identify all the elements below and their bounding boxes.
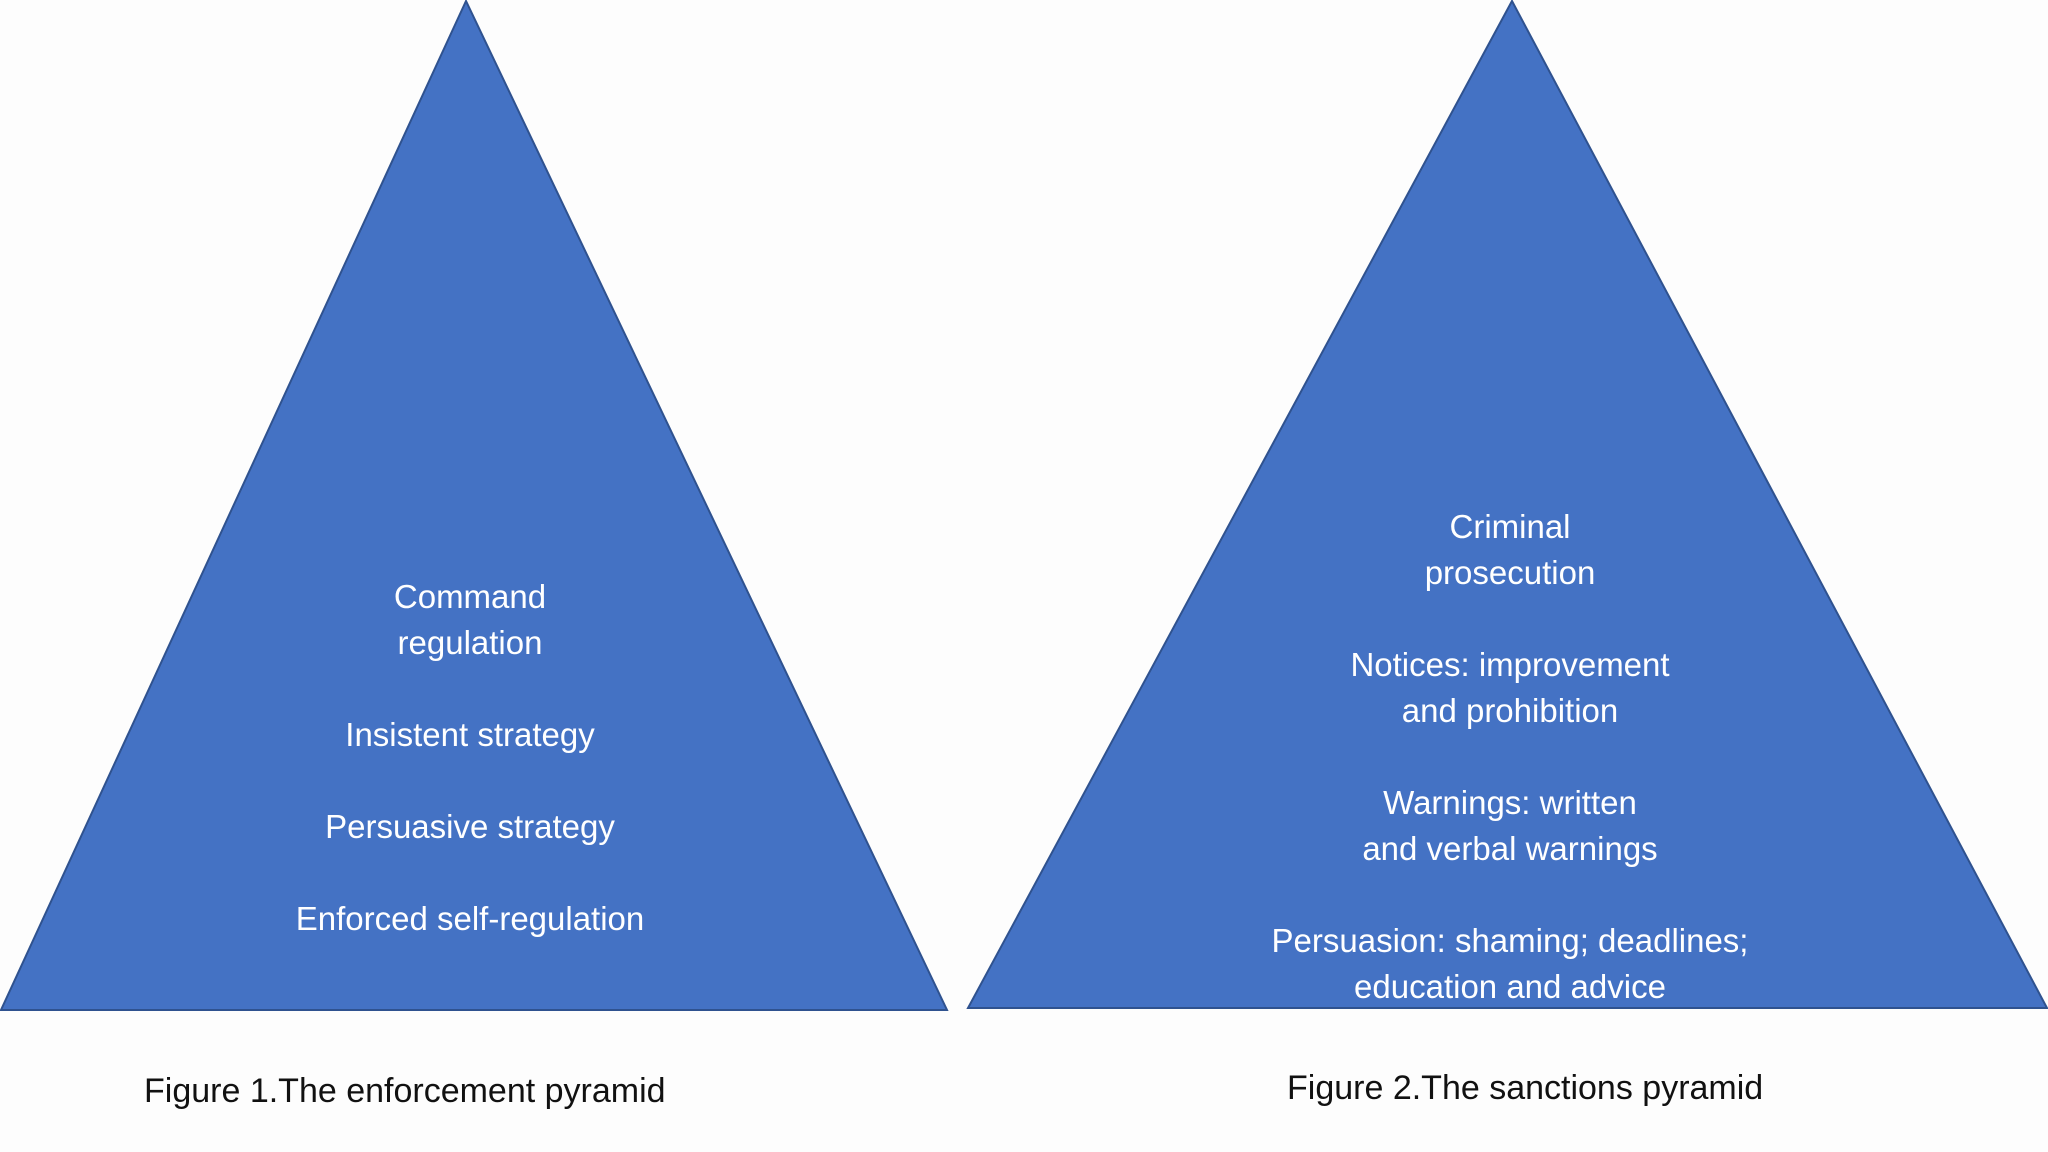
level-persuasion: Persuasion: shaming; deadlines; educatio… <box>1271 922 1749 1005</box>
level-enforced-self-regulation: Enforced self-regulation <box>295 900 645 937</box>
level-insistent-strategy: Insistent strategy <box>345 716 595 753</box>
level-command-regulation: Command regulation <box>393 578 547 661</box>
level-warnings: Warnings: written and verbal warnings <box>1362 784 1658 867</box>
figure-2-caption: Figure 2.The sanctions pyramid <box>1287 1069 1764 1107</box>
level-persuasive-strategy: Persuasive strategy <box>325 808 615 845</box>
figure-1-caption: Figure 1.The enforcement pyramid <box>144 1072 666 1110</box>
sanctions-pyramid-shape <box>966 0 2048 1009</box>
level-notices: Notices: improvement and prohibition <box>1350 646 1670 729</box>
enforcement-pyramid-shape <box>0 0 949 1011</box>
level-criminal-prosecution: Criminal prosecution <box>1424 508 1596 591</box>
